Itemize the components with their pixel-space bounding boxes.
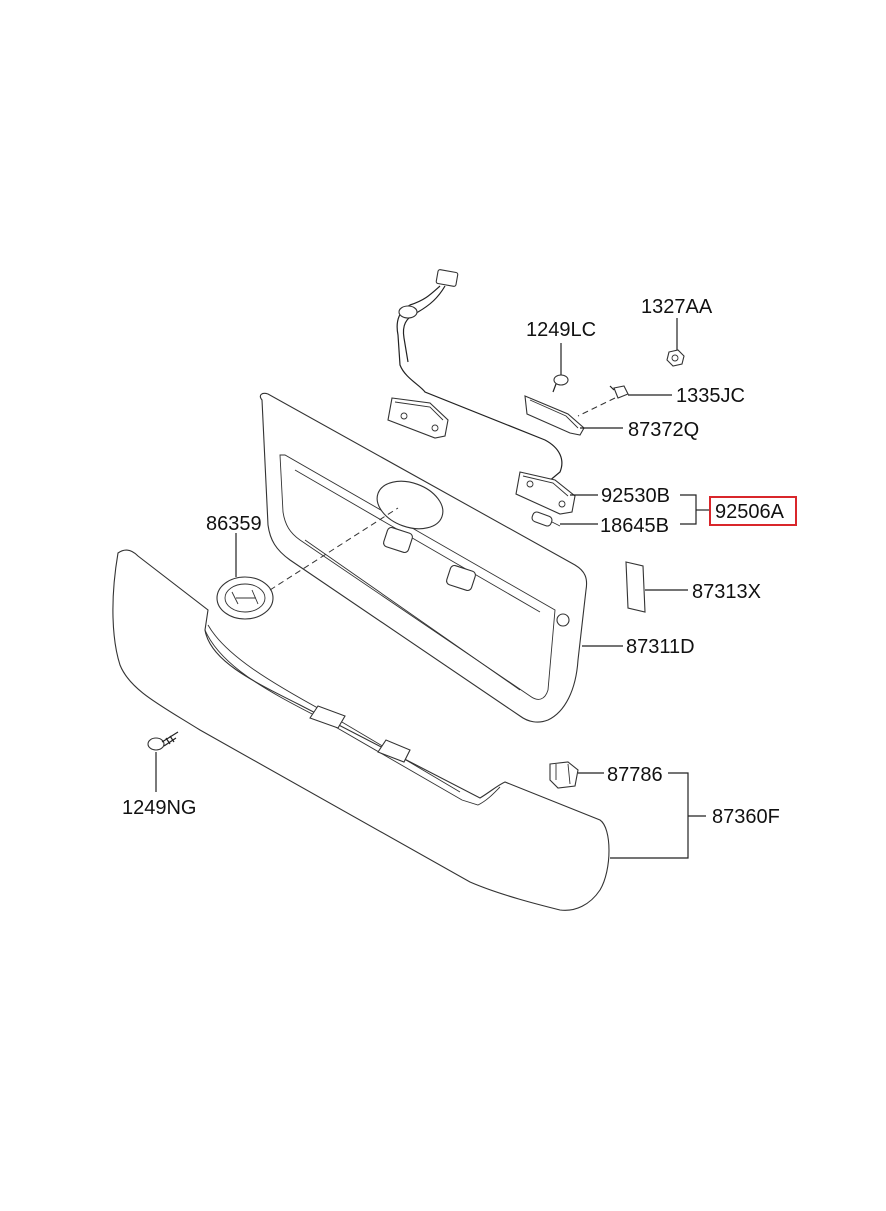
label-1249NG: 1249NG [122,797,197,819]
label-87313X: 87313X [692,581,761,603]
label-87311D: 87311D [626,636,695,658]
screw-1249LC [552,374,569,393]
emblem-guide-line [269,507,399,591]
nut-1327AA [666,349,685,367]
clip-tab-right [377,739,411,763]
emblem-part [216,576,274,620]
lamp-lens-87372Q [524,395,585,436]
label-87372Q: 87372Q [628,419,699,441]
label-18645B: 18645B [600,515,669,537]
label-92506A: 92506A [715,501,785,523]
switch-opening-left [383,526,413,554]
pad-87313X [625,561,646,613]
tailgate-garnish-panel [259,392,588,723]
screw-1249NG [147,731,179,751]
rear-lower-garnish [112,549,610,911]
label-86359: 86359 [206,513,262,535]
license-lamp-left [387,397,449,439]
lamp-housing-92530B [515,471,576,515]
switch-opening-right [446,564,476,592]
label-87360F: 87360F [712,806,780,828]
leader-lines [155,318,710,859]
clip-87786 [549,761,579,789]
clip-tab-left [309,705,346,729]
label-1249LC: 1249LC [526,319,596,341]
harness-connector [435,269,459,287]
harness-grommet [398,305,418,319]
label-92530B: 92530B [601,485,670,507]
panel-hole [556,613,570,627]
bulb-18645B [531,511,561,527]
clip-guide-line [577,397,616,417]
clip-1335JC [609,385,629,399]
emblem-recess [376,480,444,530]
label-1327AA: 1327AA [641,296,713,318]
label-1335JC: 1335JC [676,385,745,407]
label-87786: 87786 [607,764,663,786]
highlighted-part-box [709,496,797,526]
wiring-harness [396,269,563,483]
